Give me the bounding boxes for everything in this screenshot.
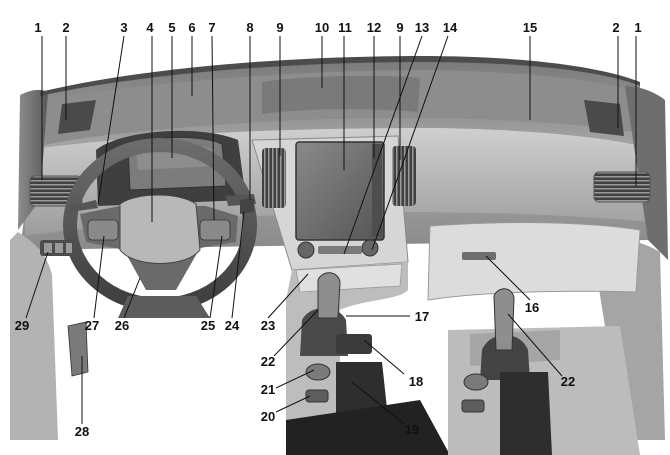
- callout-labels: 1 2 3 4 5 6 7 8 9 10 11 12 9 13 14 15 2 …: [15, 20, 642, 439]
- multimedia-controller: [305, 363, 331, 381]
- leader-13: [343, 35, 423, 255]
- leader-26: [123, 277, 141, 319]
- callout-2-right: 2: [612, 20, 619, 35]
- leader-21: [275, 369, 315, 389]
- left-switch-c: [66, 243, 72, 253]
- callout-26: 26: [115, 318, 129, 333]
- leader-18: [363, 339, 405, 375]
- inset-storage: [500, 372, 552, 455]
- leader-20: [275, 395, 311, 413]
- parking-brake-switch: [305, 389, 329, 403]
- callout-6: 6: [188, 20, 195, 35]
- inset-controller: [463, 373, 489, 391]
- leader-29: [25, 251, 49, 319]
- callout-20: 20: [261, 409, 275, 424]
- dashboard-illustration: [10, 56, 668, 455]
- callout-27: 27: [85, 318, 99, 333]
- callout-25: 25: [201, 318, 215, 333]
- callout-9-right: 9: [396, 20, 403, 35]
- right-control-knob: [361, 239, 379, 257]
- callout-13: 13: [415, 20, 429, 35]
- right-outer-vent: [593, 171, 651, 203]
- left-switch-b: [55, 243, 63, 253]
- callout-2-left: 2: [62, 20, 69, 35]
- callout-11: 11: [338, 20, 352, 35]
- callout-23: 23: [261, 318, 275, 333]
- callout-21: 21: [261, 382, 275, 397]
- callout-1-right: 1: [634, 20, 641, 35]
- multimedia-screen: [295, 141, 385, 241]
- glovebox: [427, 222, 641, 301]
- hud-housing: [262, 75, 420, 114]
- callout-22-inset: 22: [561, 374, 575, 389]
- leader-14: [371, 35, 449, 251]
- callout-24: 24: [225, 318, 240, 333]
- steering-hub: [119, 194, 201, 264]
- left-control-knob: [297, 241, 315, 259]
- floor-shadow: [286, 400, 450, 455]
- left-stalk: [70, 200, 98, 212]
- front-storage-tray: [336, 334, 372, 354]
- multimedia-screen-bezel-right: [372, 144, 382, 236]
- left-spoke-controls: [87, 219, 119, 241]
- leader-7: [211, 35, 215, 221]
- leader-22b: [507, 313, 563, 377]
- callout-10: 10: [315, 20, 329, 35]
- leader-23: [267, 273, 309, 319]
- callout-16: 16: [525, 300, 539, 315]
- leader-19: [351, 381, 405, 425]
- inset-gear-boot: [480, 335, 530, 380]
- centre-vent-right: [392, 146, 416, 206]
- right-stalk-tip: [240, 198, 254, 214]
- inset-alternative-console: [448, 288, 640, 455]
- callout-4: 4: [146, 20, 154, 35]
- callout-12: 12: [367, 20, 381, 35]
- left-lower-panel: [10, 232, 58, 440]
- leader-25: [209, 235, 223, 319]
- leader-3: [97, 35, 125, 205]
- gear-lever: [317, 272, 341, 319]
- left-pillar: [18, 89, 48, 231]
- callout-29: 29: [15, 318, 29, 333]
- callout-19: 19: [405, 422, 419, 437]
- centre-vent-left: [262, 148, 286, 208]
- left-switch-a: [44, 243, 52, 253]
- left-demist-vent: [58, 100, 96, 134]
- callout-15: 15: [523, 20, 537, 35]
- callout-18: 18: [409, 374, 423, 389]
- steering-column-cover: [118, 296, 210, 318]
- callout-1-left: 1: [34, 20, 41, 35]
- inset-switch: [461, 399, 485, 413]
- windscreen-edge: [40, 56, 640, 96]
- callout-14: 14: [443, 20, 458, 35]
- callout-7: 7: [208, 20, 215, 35]
- callout-28: 28: [75, 424, 89, 439]
- glovebox-handle: [462, 252, 496, 260]
- leader-lines: [25, 35, 637, 425]
- leader-16: [485, 255, 531, 301]
- callout-22-main: 22: [261, 354, 275, 369]
- leader-27: [93, 235, 105, 319]
- callout-3: 3: [120, 20, 127, 35]
- climate-button-strip: [318, 246, 362, 254]
- callout-17: 17: [415, 309, 429, 324]
- leader-24: [231, 211, 245, 319]
- leader-22a: [273, 309, 319, 357]
- bonnet-release: [67, 321, 89, 377]
- right-demist-vent: [584, 100, 624, 136]
- callout-5: 5: [168, 20, 175, 35]
- callout-9-left: 9: [276, 20, 283, 35]
- callout-8: 8: [246, 20, 253, 35]
- right-spoke-controls: [199, 219, 231, 241]
- inset-gear-lever: [493, 288, 515, 351]
